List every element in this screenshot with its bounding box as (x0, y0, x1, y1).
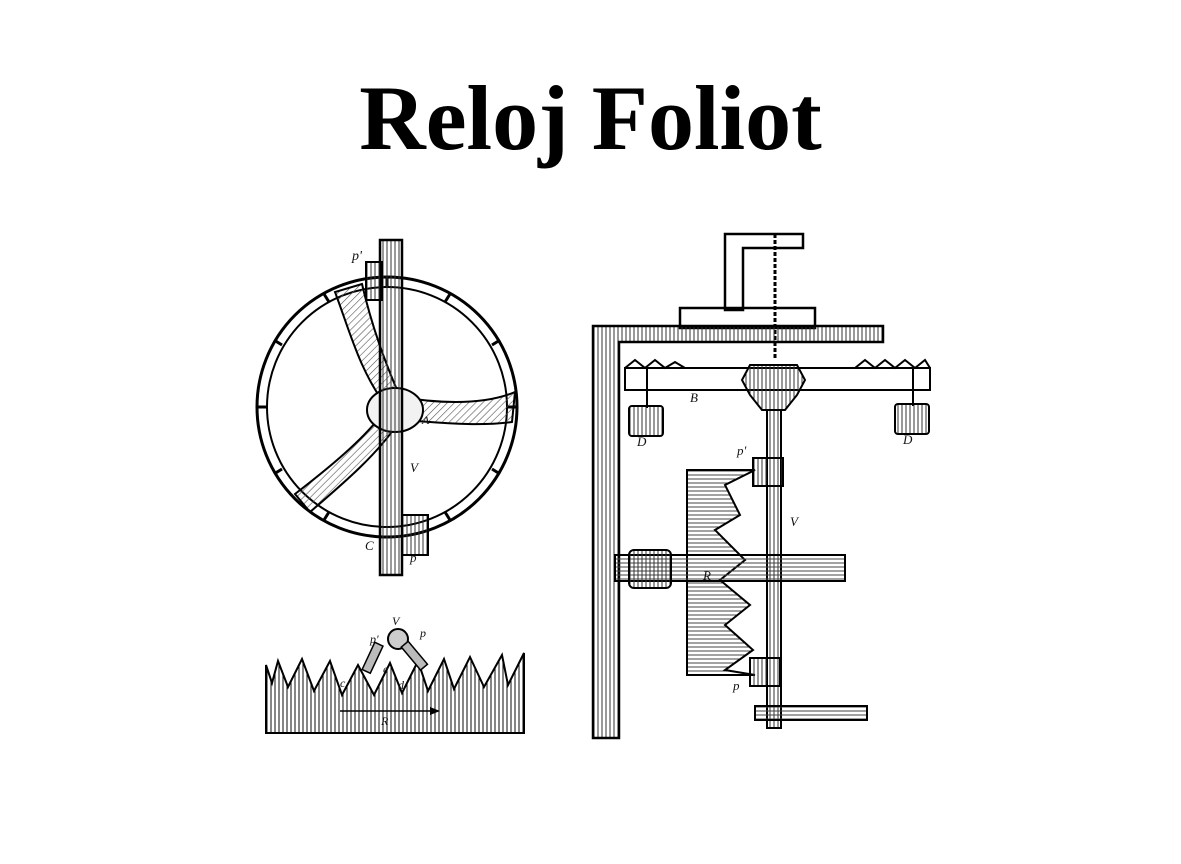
foliot-notches (624, 358, 931, 370)
label-b: B (690, 390, 698, 405)
lower-pallet (401, 514, 429, 556)
verge-section (387, 628, 409, 650)
label-r: R (380, 714, 389, 728)
drive-pinion (628, 549, 672, 589)
right-pallet (400, 640, 429, 672)
left-pallet (361, 641, 384, 675)
lower-pallet (749, 657, 781, 687)
crown-wheel-teeth (265, 652, 525, 734)
label-v: V (410, 460, 420, 475)
label-c: C (365, 538, 374, 553)
verge-hub (740, 364, 807, 411)
verge-rod (378, 238, 404, 577)
label-v: V (790, 514, 800, 529)
label-a: A (421, 413, 430, 427)
clock-frame (591, 324, 885, 740)
label-r: R (702, 568, 711, 583)
label-p-prime: p' (351, 249, 363, 264)
label-p-prime: p' (369, 632, 379, 646)
label-p: p (732, 678, 740, 693)
label-p: p (409, 550, 417, 565)
upper-pallet (752, 457, 784, 487)
label-d-left: D (636, 434, 647, 449)
label-p-prime: p' (736, 443, 747, 458)
crown-wheel-front-view: p' A V C p (255, 238, 519, 577)
label-p: p (419, 626, 426, 640)
label-v: V (392, 615, 401, 628)
rim-teeth (257, 277, 517, 521)
foliot-weight-left (628, 405, 664, 437)
label-c: c (340, 676, 346, 690)
foliot-weight-right (894, 403, 930, 435)
lower-bracket (754, 705, 868, 721)
suspension-bracket (723, 232, 805, 312)
upper-pallet (365, 261, 383, 301)
page-title: Reloj Foliot (359, 67, 822, 169)
foliot-clock-side-view: B D D p' V R p (591, 232, 931, 740)
escapement-detail: V p' p c e d R (265, 615, 525, 734)
label-e: e (383, 662, 389, 676)
label-d: d (398, 678, 405, 692)
label-d-right: D (902, 432, 913, 447)
arrowhead (430, 707, 440, 715)
